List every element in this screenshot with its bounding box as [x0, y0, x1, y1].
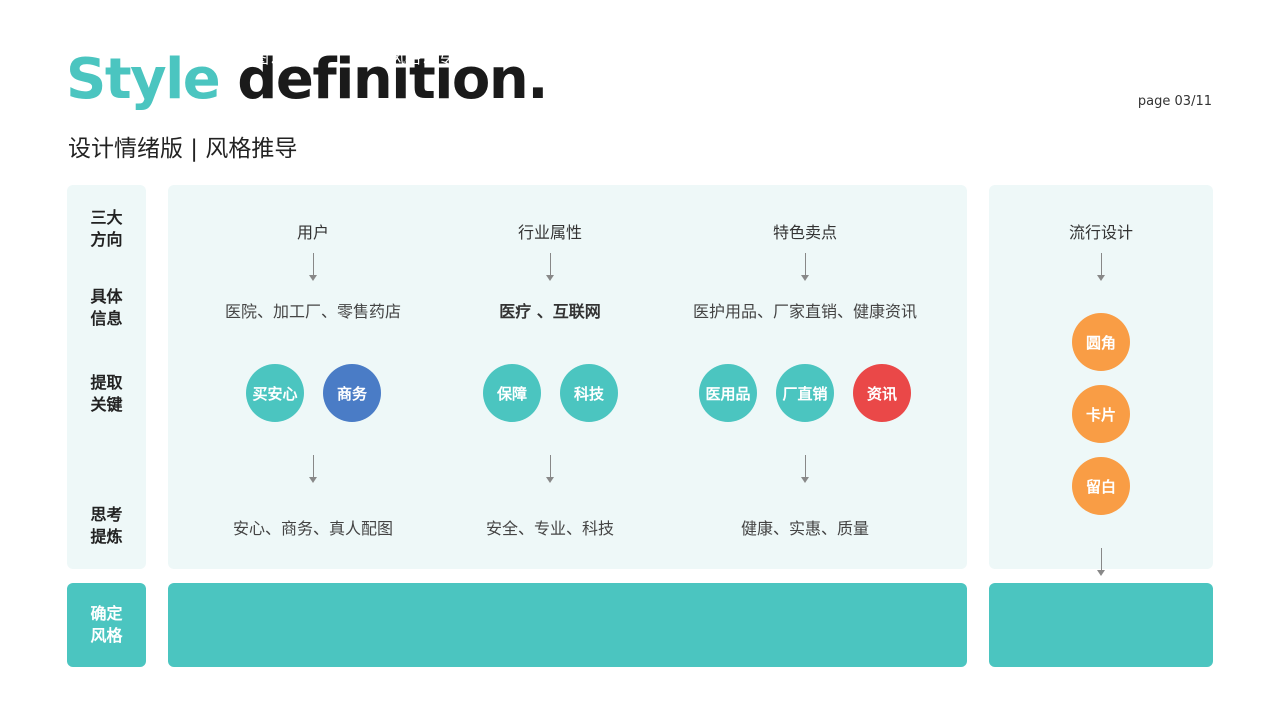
conclusion-item: 色彩：主色绿色、强调色红色、辅助色黄色 [576, 48, 881, 67]
column-thinking-features: 健康、实惠、质量 [740, 519, 870, 538]
down-arrow-icon [545, 253, 555, 281]
row-label-line: 确定 [90, 604, 123, 623]
row-label-line: 具体 [90, 287, 123, 306]
down-arrow-icon [308, 455, 318, 483]
page-subtitle: 设计情绪版 | 风格推导 [68, 136, 298, 162]
conclusion-item: 配图：真人 [237, 48, 318, 67]
down-arrow-icon [1096, 253, 1106, 281]
column-info-user: 医院、加工厂、零售药店 [224, 302, 402, 321]
column-head-trend: 流行设计 [1068, 223, 1134, 242]
row-label-line: 提取 [90, 373, 123, 392]
row-label-line: 三大 [90, 208, 123, 227]
row-label-line: 提炼 [90, 527, 123, 546]
column-info-industry: 医疗 、互联网 [499, 302, 601, 321]
row-label-line: 风格 [90, 626, 123, 645]
keyword-circle: 厂直销 [776, 364, 834, 422]
row-label-direction: 三大 方向 [67, 207, 146, 251]
trend-conclusion-bar [989, 583, 1213, 667]
keyword-circle: 医用品 [699, 364, 757, 422]
column-head-industry: 行业属性 [517, 223, 583, 242]
row-label-keywords: 提取 关键 [67, 372, 146, 416]
row-label-line: 信息 [90, 309, 123, 328]
column-thinking-industry: 安全、专业、科技 [485, 519, 615, 538]
down-arrow-icon [800, 253, 810, 281]
keyword-circle: 买安心 [246, 364, 304, 422]
trend-conclusion-title: 加入流行设计语言 [1036, 25, 1166, 44]
down-arrow-icon [308, 253, 318, 281]
page-title: Style definition. [66, 44, 549, 116]
row-label-line: 方向 [90, 230, 123, 249]
conclusion-item: 风格：专业简洁 [389, 48, 502, 67]
style-label-bar [67, 583, 146, 667]
row-label-panel [67, 185, 146, 569]
column-head-user: 用户 [296, 223, 330, 242]
column-thinking-user: 安心、商务、真人配图 [232, 519, 394, 538]
keyword-circle: 保障 [483, 364, 541, 422]
conclusion-title: 专业简洁风格为主 [503, 25, 633, 44]
row-label-info: 具体 信息 [67, 286, 146, 330]
trend-circle: 圆角 [1072, 313, 1130, 371]
down-arrow-icon [800, 455, 810, 483]
keyword-circle: 科技 [560, 364, 618, 422]
page-number: page 03/11 [1137, 94, 1212, 109]
keyword-circle: 商务 [323, 364, 381, 422]
title-rest: definition. [237, 47, 548, 112]
column-head-features: 特色卖点 [772, 223, 838, 242]
down-arrow-icon [1096, 548, 1106, 576]
row-label-style: 确定 风格 [67, 603, 146, 647]
trend-circle: 卡片 [1072, 385, 1130, 443]
trend-circle: 留白 [1072, 457, 1130, 515]
row-label-line: 关键 [90, 395, 123, 414]
title-accent: Style [66, 47, 221, 112]
trend-conclusion-subtitle: 层级分明，便于阅读使用 [1012, 48, 1190, 67]
conclusion-bar [168, 583, 967, 667]
keyword-circle: 资讯 [853, 364, 911, 422]
row-label-thinking: 思考 提炼 [67, 504, 146, 548]
column-info-features: 医护用品、厂家直销、健康资讯 [692, 302, 918, 321]
down-arrow-icon [545, 455, 555, 483]
row-label-line: 思考 [90, 505, 123, 524]
